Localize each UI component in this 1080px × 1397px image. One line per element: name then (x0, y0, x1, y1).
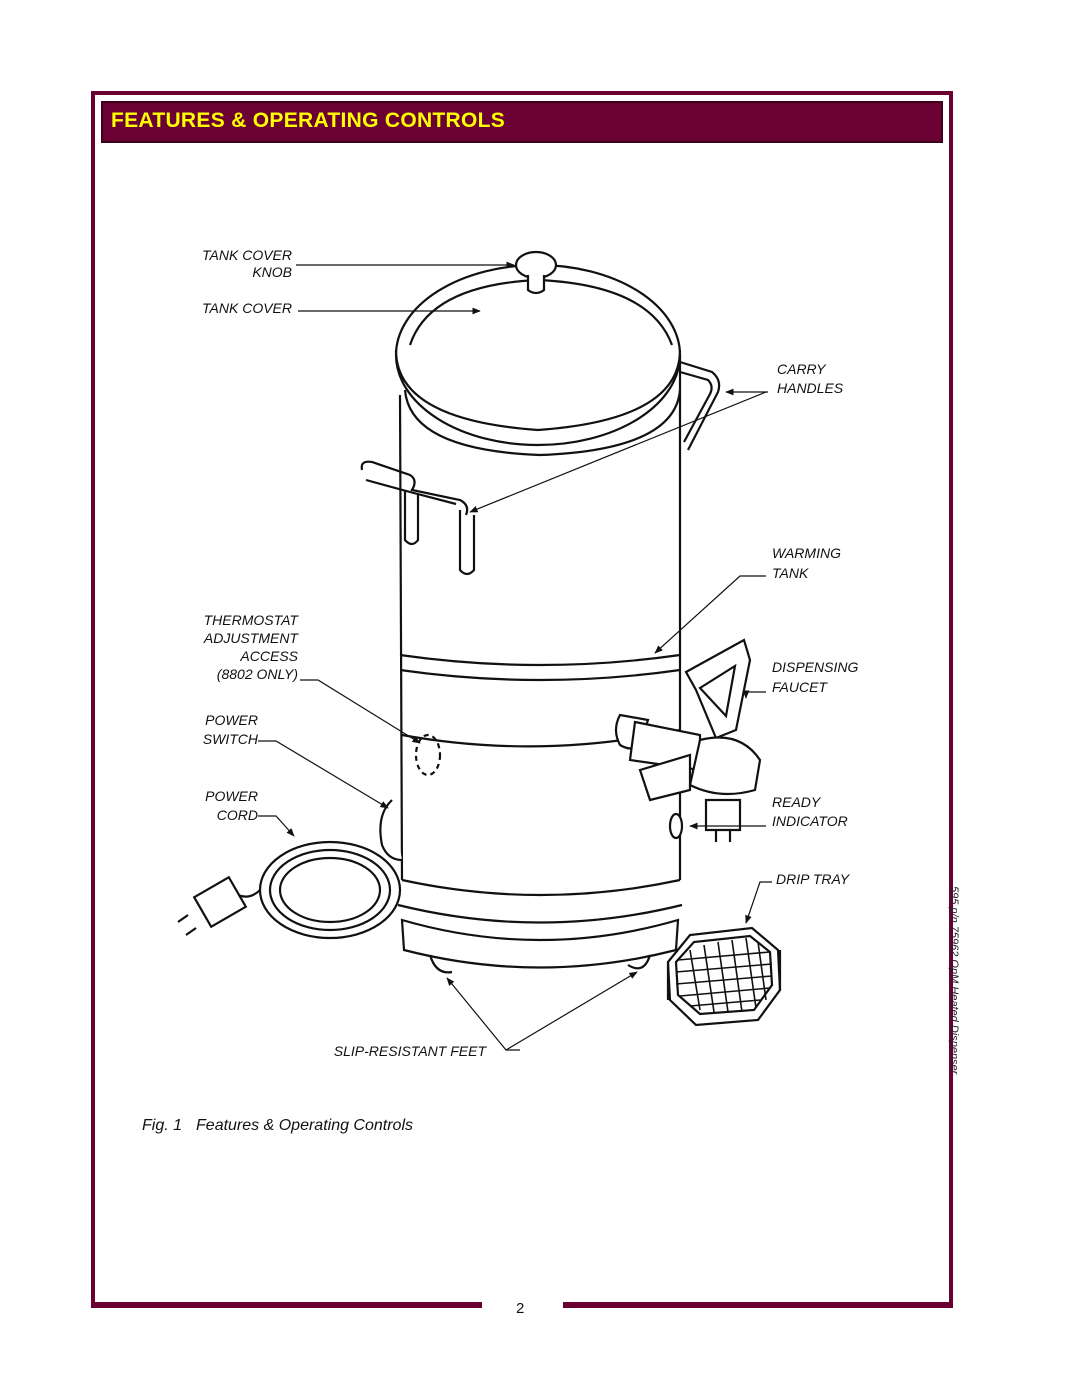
leader-drip-tray (745, 881, 772, 924)
label-carry-line2: HANDLES (777, 380, 844, 396)
label-power-cord-line1: POWER (205, 788, 258, 804)
label-ready-line2: INDICATOR (772, 813, 848, 829)
label-ready-line1: READY (772, 794, 822, 810)
frame-bottom-right (563, 1302, 953, 1308)
leader-foot-left (446, 977, 520, 1051)
label-thermostat-line4: (8802 ONLY) (217, 666, 298, 682)
section-title: FEATURES & OPERATING CONTROLS (111, 109, 506, 132)
leader-power-switch (258, 740, 389, 809)
figure-number: Fig. 1 (142, 1117, 183, 1134)
label-warming-line1: WARMING (772, 545, 841, 561)
label-drip-tray: DRIP TRAY (776, 871, 851, 887)
label-dispensing-line2: FAUCET (772, 679, 828, 695)
label-power-cord-line2: CORD (217, 807, 258, 823)
label-power-switch-line2: SWITCH (203, 731, 259, 747)
figure-caption: Fig. 1 Features & Operating Controls (142, 1117, 413, 1135)
leader-power-cord (258, 815, 295, 837)
label-warming-line2: TANK (772, 565, 809, 581)
page-frame (91, 91, 953, 1308)
leader-foot-right (505, 971, 638, 1051)
page-number: 2 (516, 1300, 525, 1317)
label-carry-line1: CARRY (777, 361, 827, 377)
label-thermostat-line2: ADJUSTMENT (203, 630, 300, 646)
frame-bottom-left (91, 1302, 482, 1308)
leader-lines (258, 261, 772, 1051)
figure-title: Features & Operating Controls (196, 1117, 414, 1134)
label-tank-cover-line2: KNOB (252, 264, 292, 280)
label-power-switch-line1: POWER (205, 712, 258, 728)
label-dispensing-line1: DISPENSING (772, 659, 858, 675)
leader-thermostat (300, 679, 421, 744)
label-slip-resistant-feet: SLIP-RESISTANT FEET (334, 1043, 488, 1059)
dispenser-illustration (177, 250, 782, 1027)
leader-warming-tank (654, 575, 766, 654)
callout-labels: TANK COVER KNOB TANK COVER CARRY HANDLES… (202, 247, 858, 1059)
leader-dispensing-faucet (742, 690, 766, 699)
label-thermostat-line1: THERMOSTAT (204, 612, 300, 628)
label-tank-cover: TANK COVER (202, 300, 292, 316)
section-header: FEATURES & OPERATING CONTROLS (101, 101, 943, 143)
leader-carry-handle-left (469, 391, 767, 513)
label-thermostat-line3: ACCESS (239, 648, 298, 664)
label-tank-cover-line1: TANK COVER (202, 247, 292, 263)
document-reference: 595 p/n 75962 OpM Heated Dispenser (948, 886, 960, 1075)
